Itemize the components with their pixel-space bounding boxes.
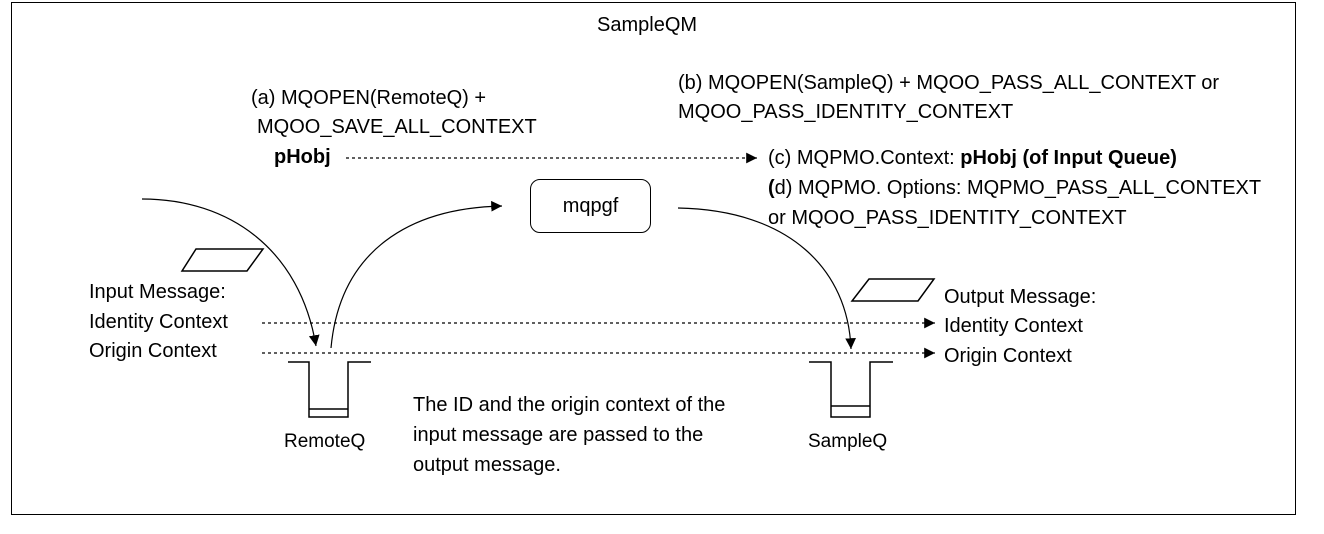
input-origin-context: Origin Context (89, 340, 217, 362)
incoming-to-remoteq-arrow (141, 198, 320, 347)
remoteq-label: RemoteQ (284, 431, 366, 452)
sampleq-queue-icon (809, 361, 893, 418)
note-line1: The ID and the origin context of the (413, 394, 726, 416)
output-identity-context: Identity Context (944, 315, 1083, 337)
output-message-title: Output Message: (944, 286, 1097, 308)
mqpgf-to-sampleq-arrow (677, 207, 856, 350)
input-message-title: Input Message: (89, 281, 226, 303)
mqpgf-label: mqpgf (562, 194, 619, 217)
step-a-line1: (a) MQOPEN(RemoteQ) + (251, 87, 487, 109)
step-b-line1: (b) MQOPEN(SampleQ) + MQOO_PASS_ALL_CONT… (678, 72, 1220, 94)
note-line3: output message. (413, 454, 561, 476)
input-message-icon (180, 248, 265, 272)
step-d-line2: or MQOO_PASS_IDENTITY_CONTEXT (768, 207, 1127, 229)
remoteq-to-mqpgf-arrow (330, 200, 503, 349)
step-c-text: (c) MQPMO.Context: pHobj (of Input Queue… (768, 147, 1177, 169)
sampleq-label: SampleQ (808, 431, 888, 452)
output-message-icon (850, 278, 936, 302)
remoteq-queue-icon (288, 361, 371, 418)
step-a-line2: MQOO_SAVE_ALL_CONTEXT (257, 116, 537, 138)
queue-manager-frame (11, 2, 1296, 515)
input-identity-context: Identity Context (89, 311, 228, 333)
step-d-line1: (d) MQPMO. Options: MQPMO_PASS_ALL_CONTE… (768, 177, 1262, 199)
phobj-label: pHobj (274, 146, 331, 168)
mqpgf-process-box: mqpgf (530, 179, 651, 233)
output-origin-context: Origin Context (944, 345, 1072, 367)
note-line2: input message are passed to the (413, 424, 704, 446)
queue-manager-title: SampleQM (597, 14, 698, 36)
step-b-line2: MQOO_PASS_IDENTITY_CONTEXT (678, 101, 1014, 123)
